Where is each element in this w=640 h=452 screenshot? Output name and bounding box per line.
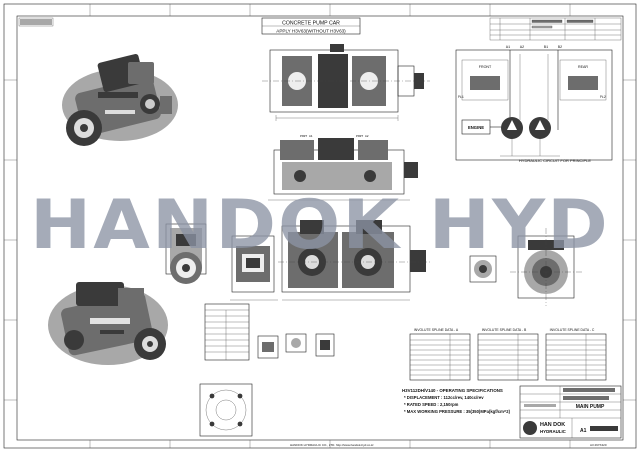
company-name-line1: HAN DOK (540, 422, 565, 428)
circuit-front-box (461, 59, 509, 101)
spline-table-a-title: INVOLUTE SPLINE DATA - A (414, 328, 459, 332)
pump-3d-view-bottom (48, 282, 168, 365)
pump-section-view (230, 235, 278, 301)
parts-data-table (204, 303, 250, 361)
specs-title: H3V112DH/V140 - OPERATING SPECIFICATIONS (402, 388, 503, 393)
specs-line-3: * MAX WORKING PRESSURE : 35(350)MPa(kgf/… (404, 409, 511, 414)
engine-label: ENGINE (468, 125, 484, 130)
pump-end-view-left (165, 223, 207, 284)
svg-text:PORT A1: PORT A1 (300, 135, 313, 138)
svg-text:PORT A2: PORT A2 (356, 135, 369, 138)
port-b1-label: B1 (544, 46, 548, 50)
top-title-block: CONCRETE PUMP CAR APPLY H3V63(WITHOUT H3… (261, 17, 361, 35)
port-a1-label: A1 (506, 46, 510, 50)
revision-block (489, 17, 622, 41)
operating-specifications: H3V112DH/V140 - OPERATING SPECIFICATIONS… (402, 388, 511, 414)
company-logo (523, 421, 537, 435)
circuit-title: HYDRAULIC CIRCUIT FOR PRINCIPLE (519, 158, 591, 163)
top-title-subheader: APPLY H3V63(WITHOUT H3V63) (276, 29, 346, 34)
footer-right: A3 297X420 (590, 443, 607, 447)
title-block-part-title: MAIN PUMP (576, 404, 605, 410)
specs-line-2: * RATED SPEED : 2,150rpm (404, 402, 459, 407)
pilot-port-2-label: Pi2 (600, 95, 606, 99)
pump-end-view-right (510, 228, 582, 306)
title-block: MAIN PUMP HAN DOK HYDRAULIC A1 (519, 385, 622, 439)
specs-line-1: * DISPLACEMENT : 112cc/rev, 140cc/rev (404, 395, 484, 400)
spline-table-c-title: INVOLUTE SPLINE DATA - C (550, 328, 595, 332)
spline-table-b: INVOLUTE SPLINE DATA - B (477, 328, 539, 381)
inner-border (16, 15, 624, 441)
port-b2-label: B2 (558, 46, 562, 50)
shaft-end-view (469, 255, 497, 283)
pump-3d-view-top (62, 54, 178, 146)
hydraulic-circuit: FRONT REAR A1 A2 B1 B2 Pi1 Pi2 ENGINE HY… (455, 46, 613, 163)
zone-ticks (4, 4, 636, 448)
pump-front-elevation (278, 220, 432, 301)
circuit-rear-label: REAR (578, 65, 588, 69)
spline-table-b-title: INVOLUTE SPLINE DATA - B (482, 328, 527, 332)
pump-top-view (262, 44, 430, 121)
detail-view-flange (199, 383, 253, 437)
circuit-rear-box (559, 59, 607, 101)
company-name-line2: HYDRAULIC (540, 429, 567, 434)
outer-border (3, 3, 637, 449)
watermark-text: HANDOK HYD (30, 186, 610, 265)
pilot-port-1-label: Pi1 (458, 95, 464, 99)
pump-side-view: PORT A1 PORT A2 (268, 135, 418, 201)
port-a2-label: A2 (520, 46, 524, 50)
drawing-stamp (18, 17, 54, 27)
drawing-number: A1 (580, 428, 587, 434)
circuit-front-label: FRONT (479, 65, 492, 69)
top-title-header: CONCRETE PUMP CAR (282, 21, 340, 27)
detail-view-fittings (257, 333, 335, 359)
footer-left: HANDOK HYDRAULIC CO., LTD. http://www.ha… (290, 443, 374, 447)
spline-table-a: INVOLUTE SPLINE DATA - A (409, 328, 471, 381)
spline-table-c: INVOLUTE SPLINE DATA - C (545, 328, 607, 381)
